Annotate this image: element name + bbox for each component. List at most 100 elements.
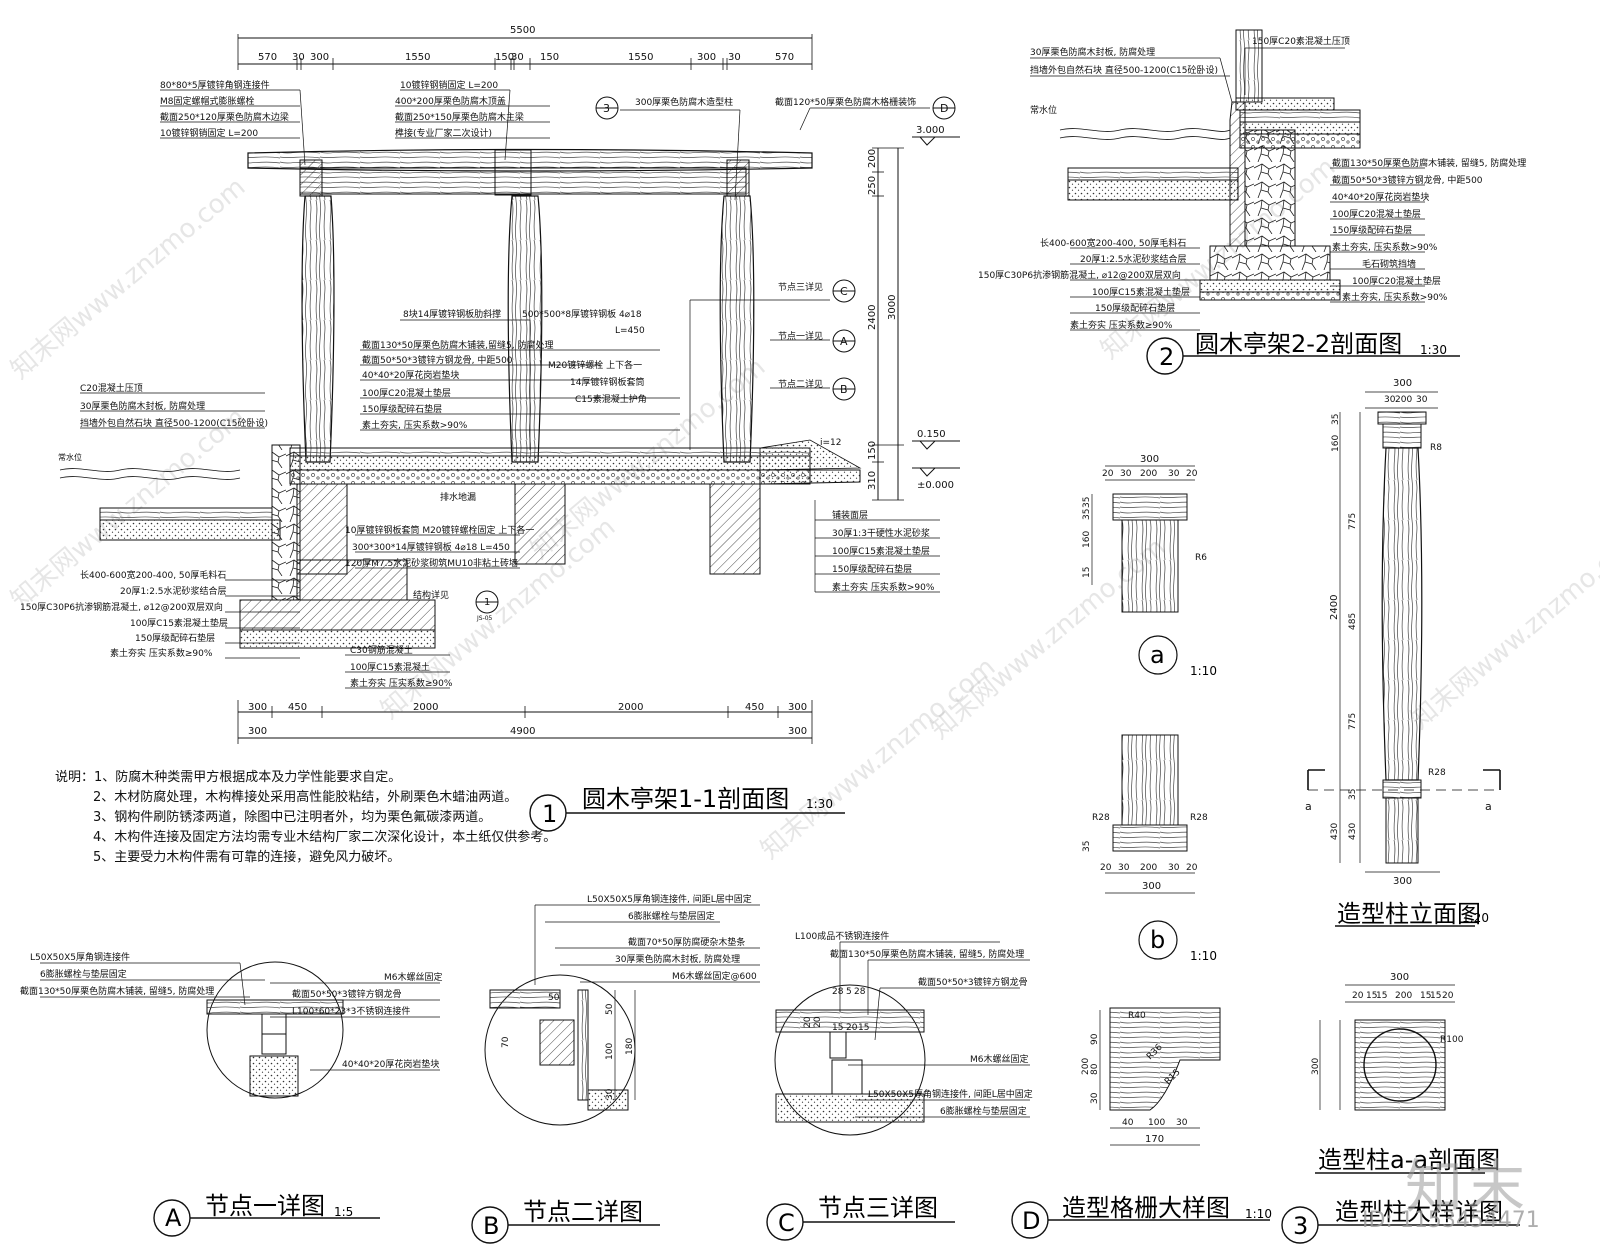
label: 毛石砌筑挡墙 bbox=[1362, 258, 1416, 270]
label: L50X50X5厚角钢连接件 bbox=[30, 951, 130, 963]
dim: 30 bbox=[292, 52, 305, 63]
label: M6木螺丝固定@600 bbox=[672, 970, 757, 982]
column-section-aa-text: 300 20 15 15 200 15 15 20 300 R100 造型柱a-… bbox=[1293, 972, 1503, 1240]
dim: 30 bbox=[605, 1088, 615, 1100]
dim: 20 bbox=[1352, 991, 1364, 1001]
dim: 30 bbox=[511, 52, 524, 63]
label: 常水位 bbox=[1030, 104, 1057, 116]
callout-marker: B bbox=[840, 383, 848, 396]
section-marker: D bbox=[1022, 1207, 1040, 1235]
label: 100厚C15素混凝土垫层 bbox=[130, 617, 228, 629]
label: 300*300*14厚镀锌钢板 4⌀18 L=450 bbox=[352, 541, 510, 553]
label: C15素混凝土护角 bbox=[575, 393, 647, 405]
dim: 35 bbox=[1348, 789, 1358, 800]
dim: 40 bbox=[1122, 1118, 1134, 1128]
label: 6膨胀螺栓与垫层固定 bbox=[628, 910, 715, 922]
label: 常水位 bbox=[58, 452, 82, 462]
label: 150厚级配碎石垫层 bbox=[1095, 302, 1175, 314]
dim: 200 bbox=[1140, 469, 1157, 479]
detail-b-text: L50X50X5厚角钢连接件, 间距L居中固定 6膨胀螺栓与垫层固定 截面70*… bbox=[483, 893, 757, 1240]
label: 截面250*120厚栗色防腐木边梁 bbox=[160, 111, 289, 123]
label: 节点二详见 bbox=[778, 378, 823, 390]
dim: 3000 bbox=[887, 295, 898, 320]
dim: 35 bbox=[1331, 414, 1341, 425]
label: 150厚级配碎石垫层 bbox=[1332, 224, 1412, 236]
dim: 150 bbox=[540, 52, 559, 63]
label: 150厚C30P6抗渗钢筋混凝土, ⌀12@200双层双向 bbox=[20, 601, 223, 613]
dim: 300 bbox=[1140, 454, 1159, 465]
dim: 2400 bbox=[1329, 595, 1340, 620]
label: 素土夯实, 压实系数>90% bbox=[362, 419, 468, 431]
section-2-2 bbox=[1030, 29, 1460, 375]
dim: 5 bbox=[846, 987, 852, 997]
dim: 170 bbox=[1145, 1134, 1164, 1145]
dim: 90 bbox=[1090, 1033, 1100, 1045]
label: 20厚1:2.5水泥砂浆结合层 bbox=[120, 585, 227, 597]
detail-a-text: L50X50X5厚角钢连接件 6膨胀螺栓与垫层固定 截面130*50厚栗色防腐木… bbox=[20, 951, 443, 1232]
label: 6膨胀螺栓与垫层固定 bbox=[40, 968, 127, 980]
dim: 300 bbox=[1393, 378, 1412, 389]
label: 30厚栗色防腐木封板, 防腐处理 bbox=[615, 953, 740, 965]
dim: 160 bbox=[1331, 435, 1341, 452]
column-section-aa bbox=[1281, 984, 1520, 1244]
label: 排水地漏 bbox=[440, 491, 476, 503]
dim: 30 bbox=[1168, 469, 1180, 479]
label: 150厚C20素混凝土压顶 bbox=[1252, 35, 1350, 47]
grille-detail-text: R40 R36 R15 200 90 80 30 40 100 30 170 D… bbox=[1022, 1011, 1272, 1235]
radius: R6 bbox=[1195, 553, 1207, 563]
label: 截面70*50厚防腐硬杂木垫条 bbox=[628, 936, 745, 948]
dim-total: 5500 bbox=[510, 25, 535, 36]
label: L100*60*23*3不锈钢连接件 bbox=[292, 1005, 410, 1017]
dim: 30 bbox=[728, 52, 741, 63]
label: 截面120*50厚栗色防腐木格栅装饰 bbox=[775, 96, 916, 108]
section-title: 造型格栅大样图 bbox=[1062, 1194, 1230, 1222]
detail-scale: 1:10 bbox=[1190, 949, 1217, 963]
dim: 450 bbox=[745, 702, 764, 713]
dim: 28 bbox=[832, 987, 844, 997]
dim: 570 bbox=[775, 52, 794, 63]
label: 400*200厚栗色防腐木顶盖 bbox=[395, 95, 506, 107]
dim: 15 bbox=[1366, 991, 1377, 1001]
label: 10镀锌钢销固定 L=200 bbox=[400, 79, 498, 91]
label: 40*40*20厚花岗岩垫块 bbox=[362, 369, 459, 381]
label: 素土夯实, 压实系数>90% bbox=[1342, 291, 1448, 303]
callout-marker: D bbox=[940, 102, 948, 115]
detail-scale: 1:10 bbox=[1190, 664, 1217, 678]
label: 铺装面层 bbox=[832, 509, 868, 521]
detail-b bbox=[471, 904, 760, 1244]
dim: 200 bbox=[1395, 395, 1412, 405]
dim: 200 bbox=[1140, 863, 1157, 873]
dim: 20 bbox=[1186, 469, 1198, 479]
dim: 35 bbox=[1082, 497, 1092, 508]
dim: 150 bbox=[867, 441, 878, 460]
dim: 300 bbox=[1142, 881, 1161, 892]
section-marker: A bbox=[165, 1204, 182, 1232]
design-notes: 说明：1、防腐木种类需甲方根据成本及力学性能要求自定。 2、木材防腐处理，木构榫… bbox=[55, 768, 556, 868]
label: M6木螺丝固定 bbox=[384, 971, 443, 983]
label: M20镀锌螺栓 上下各一 bbox=[548, 359, 642, 371]
section-2-2-text: 30厚栗色防腐木封板, 防腐处理 挡墙外包自然石块 直径500-1200(C15… bbox=[978, 35, 1526, 371]
dim: 20 bbox=[846, 1023, 858, 1033]
capital-a bbox=[1091, 465, 1195, 675]
label: 100厚C15素混凝土垫层 bbox=[832, 545, 930, 557]
note-line: 2、木材防腐处理，木构榫接处采用高性能胶粘结，外刷栗色木蜡油两道。 bbox=[93, 790, 518, 805]
brand-watermark: 知末 bbox=[1405, 1153, 1530, 1221]
dim: 70 bbox=[501, 1036, 511, 1048]
dim: 100 bbox=[605, 1043, 615, 1060]
dim: 300 bbox=[788, 702, 807, 713]
label: 150厚级配碎石垫层 bbox=[135, 632, 215, 644]
section-marker: 3 bbox=[1293, 1212, 1308, 1240]
label: L100成品不锈钢连接件 bbox=[795, 930, 889, 942]
dim: 50 bbox=[548, 993, 560, 1003]
radius: R28 bbox=[1190, 813, 1208, 823]
label: 100厚C15素混凝土垫层 bbox=[1092, 286, 1190, 298]
dim: 30 bbox=[1168, 863, 1180, 873]
section-scale: 1:20 bbox=[1462, 911, 1489, 925]
section-scale: 1:5 bbox=[334, 1205, 353, 1219]
dim: 28 bbox=[854, 987, 866, 997]
dim: 300 bbox=[1393, 876, 1412, 887]
section-1-1-text: 5500 570 30 300 1550 150 30 150 1550 300… bbox=[20, 25, 954, 828]
column-elevation bbox=[1307, 391, 1501, 927]
dim: 50 bbox=[605, 1003, 615, 1015]
